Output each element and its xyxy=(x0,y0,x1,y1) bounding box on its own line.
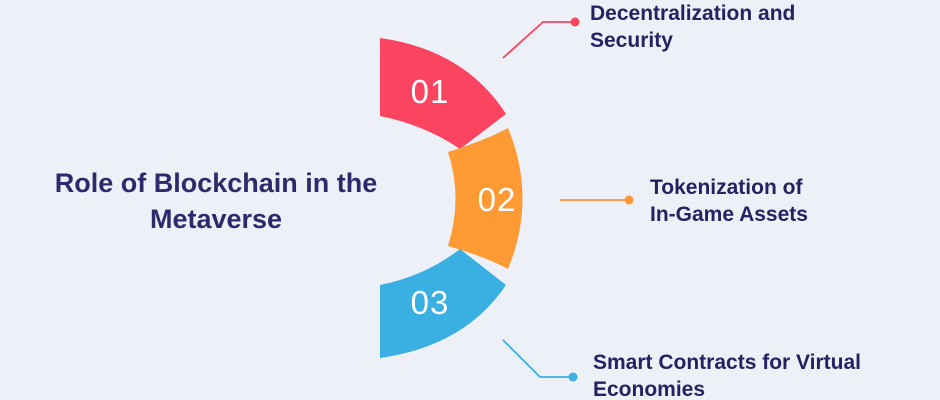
step-3-shape xyxy=(380,249,506,358)
diagram-title-text: Role of Blockchain in the Metaverse xyxy=(54,168,378,234)
step-2-shape xyxy=(448,128,523,269)
connector-3 xyxy=(502,339,578,382)
step-1-label: Decentralization and Security xyxy=(590,0,795,54)
step-3-segment: 03 xyxy=(380,249,506,358)
step-2-label: Tokenization of In-Game Assets xyxy=(650,174,808,228)
step-3-label: Smart Contracts for Virtual Economies xyxy=(593,349,861,400)
diagram-title: Role of Blockchain in the Metaverse xyxy=(20,165,412,237)
step-2-label-line-1: Tokenization of xyxy=(650,176,803,199)
step-1-number: 01 xyxy=(411,73,450,110)
step-1-segment: 01 xyxy=(380,38,506,149)
connector-1 xyxy=(502,17,580,59)
connector-2 xyxy=(560,195,634,205)
step-2-label-line-2: In-Game Assets xyxy=(650,203,808,226)
step-3-label-line-1: Smart Contracts for Virtual xyxy=(593,351,862,374)
step-1-label-line-1: Decentralization and xyxy=(590,2,796,25)
step-1-shape xyxy=(380,38,506,149)
step-2-segment: 02 xyxy=(448,128,523,269)
connector-2-dot xyxy=(624,195,634,205)
connector-1-dot xyxy=(570,17,580,27)
step-2-number: 02 xyxy=(478,181,517,218)
connector-3-line xyxy=(502,339,573,378)
step-3-number: 03 xyxy=(411,284,450,321)
connector-1-line xyxy=(502,21,575,59)
step-1-label-line-2: Security xyxy=(590,29,673,52)
step-3-label-line-2: Economies xyxy=(593,378,706,400)
connector-3-dot xyxy=(568,372,578,382)
